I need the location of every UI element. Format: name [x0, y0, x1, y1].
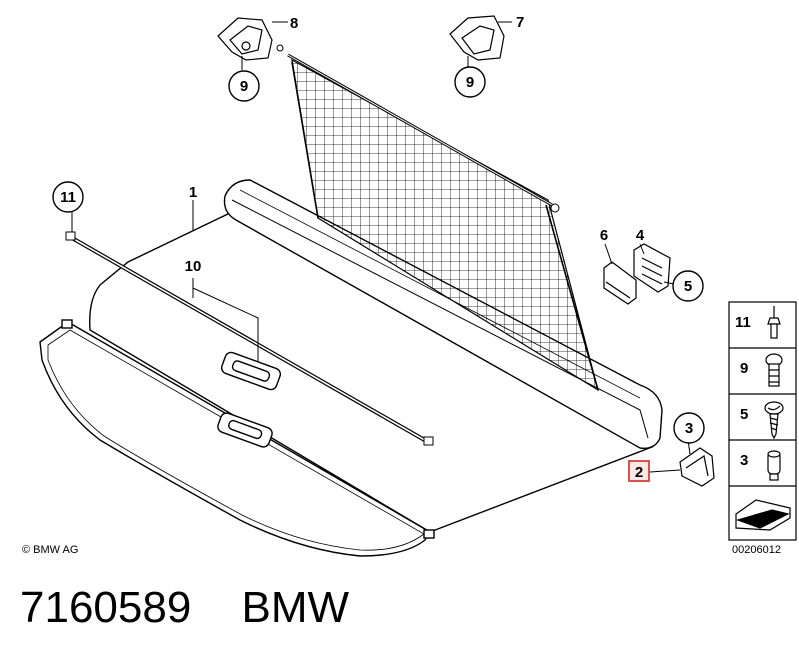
bracket-part-6 — [603, 261, 637, 305]
callout-5: 5 — [684, 278, 692, 295]
callout-7: 7 — [516, 14, 524, 31]
callout-1: 1 — [189, 184, 197, 201]
callout-9b: 9 — [466, 74, 474, 91]
callout-4: 4 — [636, 227, 645, 244]
callout-circle-5 — [672, 270, 704, 302]
callout-2-highlight — [628, 460, 650, 482]
callout-circle-3 — [673, 412, 705, 444]
leader-lines — [71, 21, 691, 473]
footer: 7160589 BMW — [20, 583, 349, 633]
clip-icon — [767, 450, 781, 481]
callout-11: 11 — [60, 189, 76, 206]
callouts: 8 9 7 9 11 1 10 6 4 5 3 2 — [52, 14, 705, 482]
callout-circle-11 — [52, 181, 84, 213]
screw-icon — [764, 401, 784, 440]
legend-5: 5 — [740, 406, 748, 423]
callout-circle-9b — [454, 66, 486, 98]
callout-2: 2 — [635, 464, 643, 481]
rod-part-11 — [65, 231, 434, 446]
copyright-text: © BMW AG — [22, 544, 78, 556]
clip-part-8 — [217, 17, 273, 61]
bracket-part-4 — [633, 243, 671, 293]
partition-net — [276, 44, 599, 392]
legend-3: 3 — [740, 452, 748, 469]
luggage-cover-part-1 — [39, 179, 663, 557]
fastener-legend — [728, 301, 797, 541]
direction-arrow-icon — [735, 499, 791, 531]
callout-10: 10 — [185, 258, 202, 275]
legend-labels: 11 9 5 3 — [735, 314, 751, 469]
callout-6: 6 — [600, 227, 608, 244]
bracket-part-2 — [679, 447, 715, 487]
bolt-icon — [765, 353, 783, 387]
callout-9a: 9 — [240, 78, 248, 95]
drawing-number: 00206012 — [732, 544, 781, 556]
part-number: 7160589 — [20, 583, 192, 632]
legend-11: 11 — [735, 314, 751, 331]
rivet-icon — [767, 306, 781, 339]
legend-9: 9 — [740, 360, 748, 377]
brand-name: BMW — [241, 583, 350, 632]
callout-3: 3 — [685, 420, 693, 437]
callout-circle-9a — [228, 70, 260, 102]
clip-part-7 — [449, 15, 505, 61]
callout-8: 8 — [290, 15, 298, 32]
